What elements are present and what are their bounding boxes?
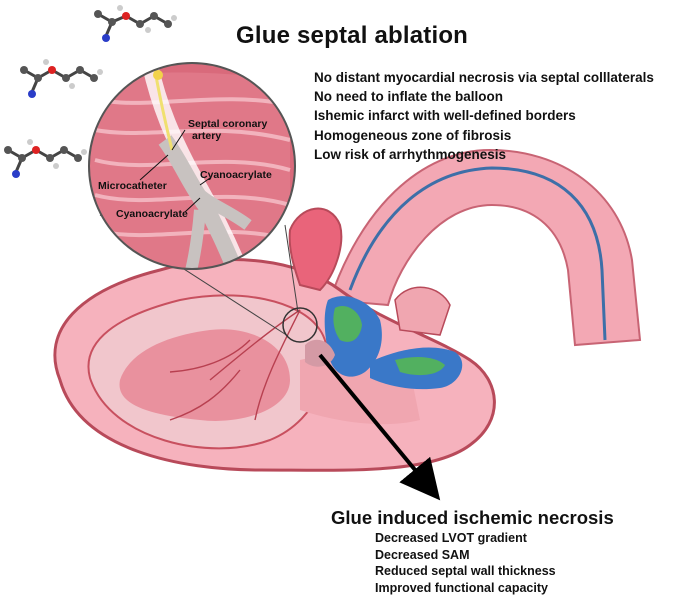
benefit-item: Homogeneous zone of fibrosis: [314, 127, 512, 143]
septal-artery-label-line2: artery: [192, 130, 222, 142]
benefits-list: No distant myocardial necrosis via septa…: [314, 68, 654, 164]
heart-body: [53, 207, 496, 472]
microcatheter-label: Microcatheter: [98, 180, 167, 192]
outcome-title: Glue induced ischemic necrosis: [331, 507, 614, 528]
outcome-item: Reduced septal wall thickness: [375, 564, 556, 578]
coronary-vessels: [169, 309, 301, 421]
page-title: Glue septal ablation: [236, 22, 469, 49]
indicator-arrow: [318, 353, 441, 501]
necrosis-zone: [305, 296, 463, 390]
benefit-item: Low risk of arrhythmogenesis: [314, 146, 507, 162]
cyanoacrylate-label-left: Cyanoacrylate: [116, 208, 188, 220]
cyanoacrylate-label-right: Cyanoacrylate: [200, 169, 272, 181]
outcome-item: Decreased SAM: [375, 547, 470, 562]
magnifier-target-ring: [282, 307, 318, 343]
magnified-inset: [88, 62, 296, 270]
outcomes-list: Decreased LVOT gradient Decreased SAM Re…: [375, 530, 556, 596]
molecule-icon-1: [94, 5, 177, 42]
septal-artery-label: Septal coronary artery: [188, 118, 267, 142]
septal-artery-label-line1: Septal coronary: [188, 118, 268, 130]
outcome-item: Decreased LVOT gradient: [375, 531, 527, 545]
inset-leader-lines: [139, 129, 211, 213]
outcome-item: Improved functional capacity: [375, 580, 548, 595]
molecule-icon-3: [4, 139, 87, 178]
aortic-arch: [328, 148, 642, 347]
molecule-icon-2: [20, 59, 103, 98]
benefit-item: No need to inflate the balloon: [314, 89, 503, 105]
benefit-item: Ishemic infarct with well-defined border…: [314, 108, 576, 124]
benefit-item: No distant myocardial necrosis via septa…: [314, 70, 654, 85]
